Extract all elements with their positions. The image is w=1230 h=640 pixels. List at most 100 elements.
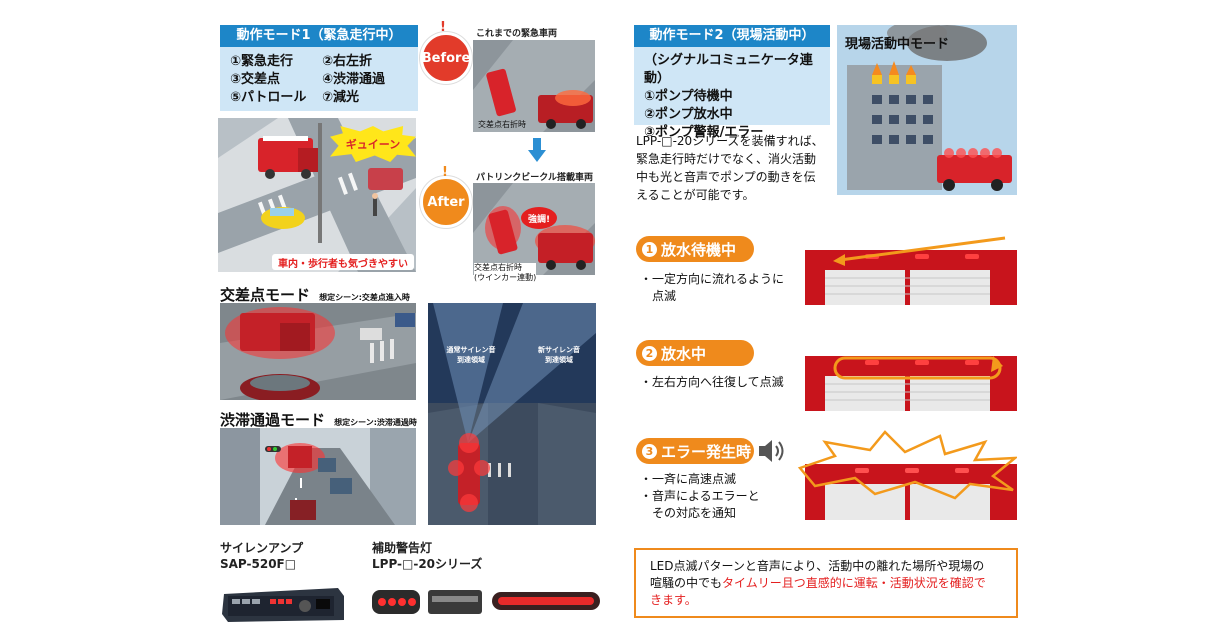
warning-light-name: 補助警告灯 [372, 541, 433, 555]
congestion-mode-title: 渋滞通過モード [220, 411, 326, 429]
notice-line2-normal: 喧騒の中でも [650, 576, 723, 590]
state-number-badge: 2 [642, 345, 657, 361]
state-spraying-pill: 2 放水中 [636, 340, 754, 366]
state-error-illustration [795, 428, 1017, 520]
scene1-caption-text: 車内・歩行者も気づきやすい [278, 258, 408, 270]
mode1-item: ⑦減光 [322, 90, 360, 105]
before-badge-text: Before [421, 50, 471, 66]
state-error-description: ・一斉に高速点滅 ・音声によるエラーと その対応を通知 [640, 471, 760, 522]
site-mode-illustration-art [837, 25, 1017, 195]
intersection-mode-photo-art [220, 303, 416, 400]
sound-bubble-text: ギュイーン [345, 138, 401, 151]
state-spraying-illustration-art [805, 356, 1017, 411]
state-error-illustration-art [797, 430, 1017, 520]
warning-light-label: 補助警告灯 LPP-□-20シリーズ [372, 540, 482, 572]
after-caption: 交差点右折時 (ウインカー連動) [474, 263, 537, 283]
siren-amp-image [220, 584, 346, 624]
siren-normal-label-line2: 到達領域 [457, 356, 485, 364]
notice-line1: LED点滅パターンと音声により、活動中の離れた場所や現場の [650, 559, 985, 573]
state-bullet: ・左右方向へ往復して点滅 [640, 375, 784, 389]
mode1-list: ①緊急走行 ②右左折 ③交差点 ④渋滞通過 ⑤パトロール ⑦減光 [220, 47, 418, 107]
mode1-title: 動作モード1（緊急走行中） [220, 25, 418, 47]
before-illustration-art [473, 40, 595, 132]
state-standby-pill: 1 放水待機中 [636, 236, 754, 262]
summary-notice: LED点滅パターンと音声により、活動中の離れた場所や現場の 喧騒の中でもタイムリ… [634, 548, 1018, 618]
siren-amp-label: サイレンアンプ SAP-520F□ [220, 540, 303, 572]
after-alert-icon: ! [442, 165, 448, 180]
notice-line2: 喧騒の中でもタイムリー且つ直感的に運転・活動状況を確認で [650, 575, 1002, 592]
siren-range-illustration: 通常サイレン音 到達領域 新サイレン音 到達領域 [428, 303, 596, 525]
before-illustration [473, 40, 595, 132]
after-badge-text: After [427, 194, 465, 210]
siren-normal-label-line1: 通常サイレン音 [446, 346, 496, 354]
before-alert-icon: ! [440, 20, 446, 35]
state-error-pill: 3 エラー発生時 [636, 438, 754, 464]
after-badge: After [420, 176, 472, 228]
mode1-item: ②右左折 [322, 54, 373, 69]
notice-line3-highlight: きます。 [650, 593, 697, 607]
congestion-mode-photo-art [220, 428, 416, 525]
after-illustration-art [473, 183, 595, 275]
mode2-title: 動作モード2（現場活動中） [634, 25, 830, 47]
congestion-mode-photo [220, 428, 416, 525]
siren-range-illustration-art [428, 303, 596, 525]
arrow-down-icon [528, 138, 546, 162]
site-mode-illustration: 現場活動中モード [837, 25, 1017, 195]
after-illustration: 強調! [473, 183, 595, 275]
mode2-description-line: 緊急走行時だけでなく、消火活動 [636, 152, 817, 166]
mode2-panel: 動作モード2（現場活動中） （シグナルコミュニケータ連動） ①ポンプ待機中 ②ポ… [634, 25, 830, 140]
mode2-item: ①ポンプ待機中 [644, 89, 733, 104]
state-number-badge: 1 [642, 241, 657, 257]
scene1-caption: 車内・歩行者も気づきやすい [272, 254, 414, 270]
mode2-item: （シグナルコミュニケータ連動） [644, 53, 813, 86]
congestion-mode-heading: 渋滞通過モード 想定シーン:渋滞通過時 [220, 409, 417, 430]
state-spraying-illustration [805, 336, 1017, 411]
mode1-item: ③交差点 [230, 72, 281, 87]
state-bullet: ・一斉に高速点滅 [640, 472, 737, 486]
siren-new-label: 新サイレン音 到達領域 [534, 345, 584, 365]
mode2-item: ②ポンプ放水中 [644, 107, 733, 122]
mode2-item: ③ポンプ警報/エラー [644, 125, 764, 140]
mode1-item: ④渋滞通過 [322, 72, 386, 87]
emphasis-bubble: 強調! [521, 207, 557, 229]
after-title: パトリンクビークル搭載車両 [476, 173, 594, 183]
state-bullet: ・音声によるエラーと [640, 489, 760, 503]
mode2-description-line: LPP-□-20シリーズを装備すれば、 [636, 134, 824, 148]
state-label: 放水待機中 [661, 240, 737, 259]
mode1-item: ①緊急走行 [230, 54, 294, 69]
warning-light-model: LPP-□-20シリーズ [372, 557, 483, 571]
state-label: エラー発生時 [661, 442, 752, 461]
before-caption: 交差点右折時 [478, 120, 526, 129]
intersection-mode-title: 交差点モード [220, 286, 311, 304]
state-bullet: 点滅 [640, 289, 677, 303]
siren-normal-label: 通常サイレン音 到達領域 [446, 345, 496, 365]
state-label: 放水中 [661, 344, 707, 363]
state-standby-illustration [805, 230, 1017, 305]
congestion-mode-note: 想定シーン:渋滞通過時 [334, 418, 417, 427]
mode2-description: LPP-□-20シリーズを装備すれば、 緊急走行時だけでなく、消火活動 中も光と… [636, 132, 836, 204]
emphasis-text: 強調! [527, 214, 551, 225]
siren-new-label-line1: 新サイレン音 [538, 346, 580, 354]
mode2-list: （シグナルコミュニケータ連動） ①ポンプ待機中 ②ポンプ放水中 ③ポンプ警報/エ… [634, 47, 830, 142]
siren-amp-name: サイレンアンプ [220, 541, 304, 555]
site-mode-label: 現場活動中モード [845, 37, 950, 52]
intersection-illustration: ギュイーン 車内・歩行者も気づきやすい [218, 118, 416, 272]
state-spraying-description: ・左右方向へ往復して点滅 [640, 374, 784, 391]
mode1-item: ⑤パトロール [230, 90, 307, 105]
state-bullet: その対応を通知 [640, 506, 737, 520]
speaker-icon [758, 438, 786, 464]
intersection-mode-note: 想定シーン:交差点進入時 [319, 293, 410, 302]
siren-new-label-line2: 到達領域 [545, 356, 573, 364]
state-standby-description: ・一定方向に流れるように 点滅 [640, 271, 784, 305]
warning-light-image [370, 584, 602, 620]
intersection-mode-heading: 交差点モード 想定シーン:交差点進入時 [220, 284, 410, 305]
mode2-description-line: 中も光と音声でポンプの動きを伝 [636, 170, 816, 184]
after-caption-line1: 交差点右折時 [474, 263, 522, 272]
mode2-description-line: えることが可能です。 [636, 188, 755, 202]
notice-line2-highlight: タイムリー且つ直感的に運転・活動状況を確認で [722, 576, 986, 590]
before-badge: Before [420, 32, 472, 84]
before-title: これまでの緊急車両 [476, 29, 558, 39]
state-standby-illustration-art [805, 236, 1017, 305]
intersection-mode-photo [220, 303, 416, 400]
after-caption-line2: (ウインカー連動) [474, 273, 537, 282]
